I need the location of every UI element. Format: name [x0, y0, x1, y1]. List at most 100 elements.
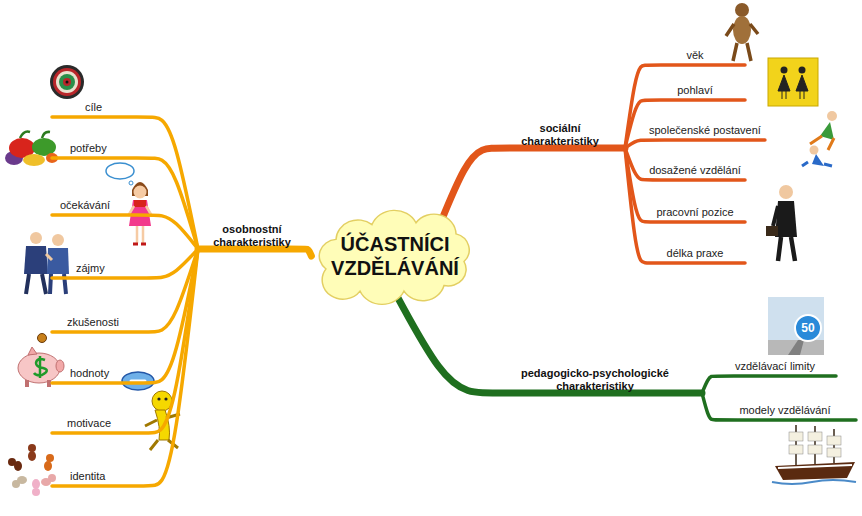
sailing-ship-icon: [789, 432, 803, 441]
restroom-sign-icon: [768, 58, 818, 106]
branch-topic: osobnostní charakteristiky: [198, 223, 306, 249]
businessman-figure: [779, 185, 793, 199]
dartboard-icon: [56, 71, 78, 93]
leaf-topic: věk: [645, 47, 745, 65]
restroom-sign-icon: [778, 75, 790, 99]
people-circle-icon: [28, 444, 36, 452]
leaf-topic: společenské postavení: [645, 122, 765, 140]
woman-figure: [133, 243, 146, 246]
branch-line: [625, 148, 745, 222]
thought-bubble-icon: [129, 181, 133, 185]
dancers-icon: [812, 154, 824, 166]
road-sign-icon: [768, 297, 824, 355]
dartboard-icon: [59, 74, 75, 90]
restroom-sign-icon: [768, 58, 818, 106]
vegetables-icon: [20, 132, 50, 138]
leaf-label: pracovní pozice: [649, 205, 741, 219]
people-circle-icon: [14, 461, 22, 471]
leaf-label: délka praxe: [649, 246, 741, 260]
cloud-shape: [300, 208, 490, 304]
sailing-ship-icon: [808, 432, 822, 441]
leaf-topic: vzdělávací limity: [714, 358, 836, 376]
sailing-ship-icon: [789, 445, 803, 454]
sailing-ship-icon: [775, 462, 855, 480]
leaf-label: vzdělávací limity: [718, 359, 832, 373]
central-cloud: ÚČASTNÍCI VZDĚLÁVÁNÍ: [300, 208, 490, 304]
leaf-topic: motivace: [52, 415, 152, 433]
leaf-topic: cíle: [52, 99, 152, 117]
branch-line: [702, 376, 836, 393]
road-sign-icon: [795, 315, 821, 341]
restroom-sign-icon: [796, 75, 808, 99]
leaf-topic: očekávání: [52, 197, 152, 215]
leaf-label: dosažené vzdělání: [649, 163, 741, 177]
people-circle-icon: [17, 476, 27, 484]
road-sign-icon: [768, 340, 824, 355]
vegetables-icon: [23, 154, 45, 166]
people-circle-icon: [32, 488, 40, 496]
leaf-topic: zkušenosti: [52, 314, 152, 332]
branch-line: [625, 140, 765, 148]
branch-line: [52, 215, 198, 249]
woman-figure: [137, 226, 143, 243]
piggy-bank-icon: [34, 356, 47, 378]
businessmen-icon: [24, 246, 48, 274]
people-circle-icon: [32, 479, 40, 489]
branch-topic: pedagogicko-psychologické charakteristik…: [488, 367, 702, 393]
leaf-topic: potřeby: [52, 140, 152, 158]
people-circle-icon: [28, 451, 36, 461]
leaf-label: pohlaví: [649, 83, 741, 97]
restroom-sign-icon: [799, 67, 806, 74]
coin-icon: [38, 334, 47, 343]
branch-line: [437, 148, 625, 232]
sailing-ship-icon: [827, 436, 841, 445]
leaf-label: hodnoty: [70, 366, 148, 380]
caveman-figure: [726, 24, 758, 61]
leaf-label: identita: [70, 469, 148, 483]
dancers-icon: [810, 146, 819, 155]
branch-line: [52, 117, 198, 249]
woman-figure: [134, 200, 146, 207]
leaf-label: potřeby: [70, 141, 148, 155]
leaf-label: věk: [649, 48, 741, 62]
piggy-bank-icon: [18, 347, 64, 387]
leaf-topic: hodnoty: [52, 365, 152, 383]
road-sign-icon: [788, 340, 804, 355]
leaf-topic: modely vzdělávání: [714, 402, 856, 420]
leaf-label: motivace: [67, 416, 148, 430]
businessman-figure: [778, 237, 795, 261]
sailing-ship-icon: [772, 425, 856, 484]
caveman-figure: [735, 3, 749, 17]
businessmen-icon: [52, 234, 64, 246]
branch-line: [52, 249, 198, 278]
sailing-ship-icon: [808, 445, 822, 454]
dancers-icon: [827, 111, 837, 121]
branch-line: [198, 249, 311, 256]
businessmen-icon: [24, 232, 69, 294]
woman-figure: [128, 182, 152, 244]
speed-limit-number: 50: [796, 320, 820, 336]
leaf-topic: délka praxe: [645, 245, 745, 263]
businessman-figure: [773, 206, 778, 226]
yellow-dog-icon: [164, 397, 167, 400]
vegetables-icon: [5, 132, 58, 166]
branch-label: sociální charakteristiky: [508, 122, 612, 148]
leaf-topic: zájmy: [52, 260, 152, 278]
piggy-bank-icon: [28, 347, 37, 355]
dartboard-icon: [66, 81, 69, 84]
woman-figure: [134, 186, 147, 199]
dancers-icon: [802, 162, 832, 166]
branch-line: [52, 249, 198, 383]
restroom-sign-icon: [781, 67, 788, 74]
people-circle-icon: [46, 454, 54, 462]
dartboard-icon: [50, 65, 84, 99]
branch-line: [52, 249, 198, 486]
leaf-label: cíle: [85, 100, 148, 114]
branch-line: [395, 292, 702, 393]
businessmen-icon: [26, 274, 46, 294]
businessmen-icon: [46, 254, 52, 260]
thought-bubble-icon: [106, 163, 134, 185]
branch-label: osobnostní charakteristiky: [200, 223, 304, 249]
dartboard-icon: [53, 68, 81, 96]
people-circle-icon: [41, 478, 51, 486]
